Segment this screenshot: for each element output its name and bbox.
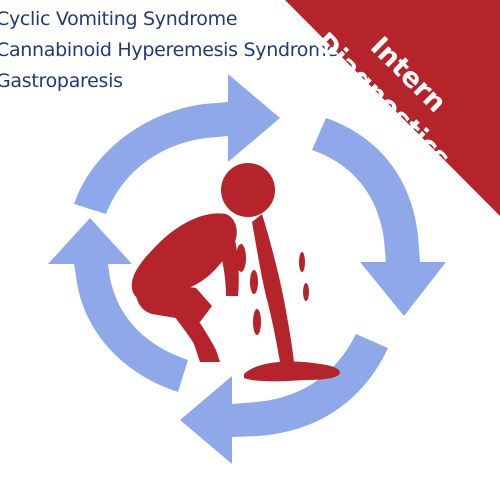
cycle-arrow-bottom [180,334,388,464]
vomit-stream [252,214,294,362]
vomit-droplet [299,252,305,272]
figure-thigh [135,280,212,322]
figure-lower-leg [168,300,220,362]
cycle-arrow-top [74,74,280,214]
vomit-droplet [250,270,258,294]
figure-head [221,163,275,217]
figure-torso [131,213,237,302]
vomit-droplet [236,244,246,272]
vomit-droplet [303,283,309,301]
condition-item: Gastroparesis [0,70,123,92]
vomit-droplet [253,309,261,335]
cycle-arrow-left [48,218,188,392]
vomit-puddle [244,361,340,382]
condition-list: Cyclic Vomiting Syndrome Cannabinoid Hyp… [0,4,338,97]
condition-item: Cannabinoid Hyperemesis Syndrome [0,39,338,61]
figure-arm [218,234,239,296]
circular-arrows-icon [48,74,446,464]
condition-item: Cyclic Vomiting Syndrome [0,8,238,30]
vomiting-person-icon [131,163,340,382]
